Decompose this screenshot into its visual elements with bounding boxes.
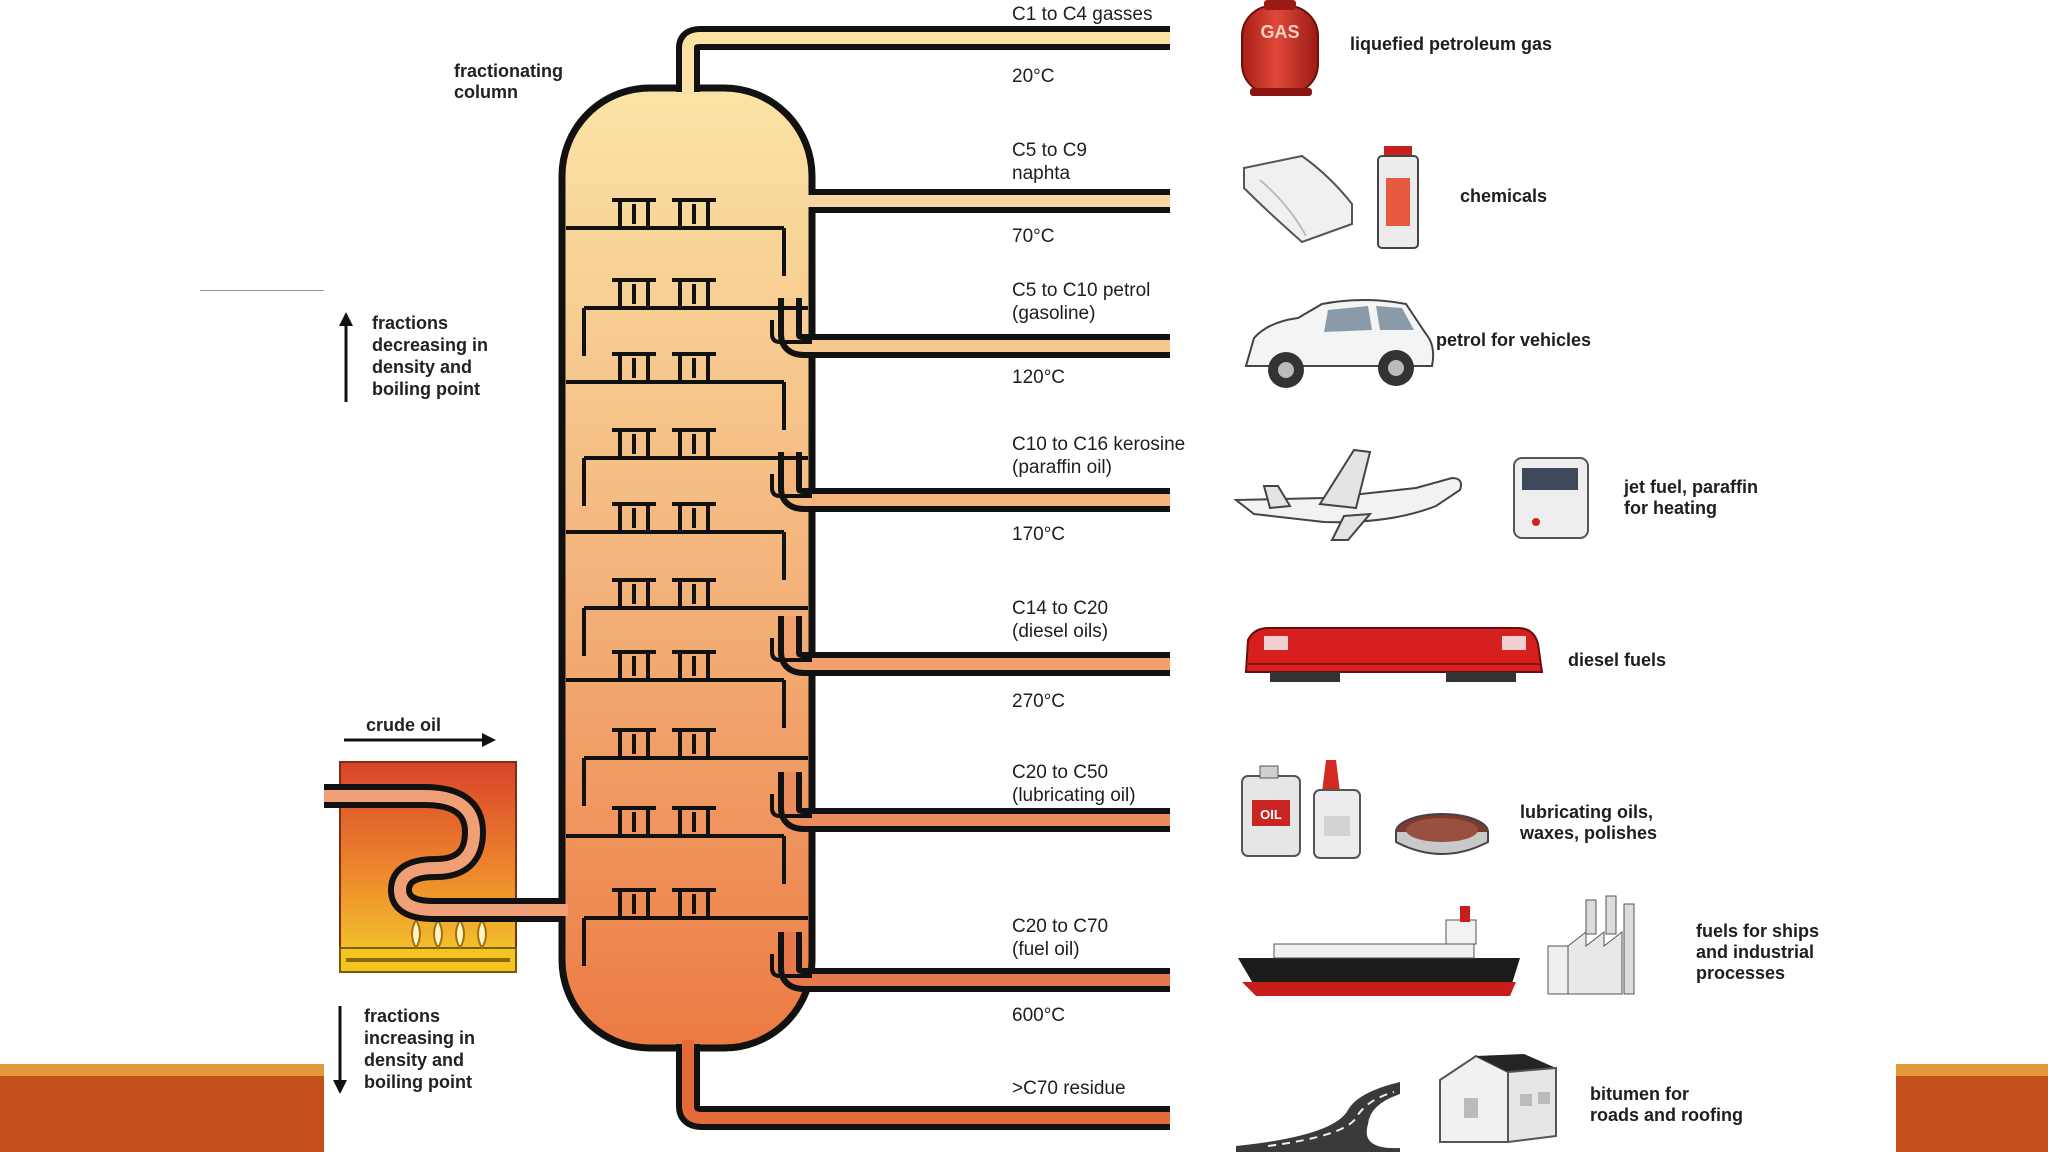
column-tray bbox=[582, 888, 808, 966]
down-arrow-icon bbox=[333, 1006, 347, 1094]
oil-can-label: OIL bbox=[1260, 807, 1282, 822]
use-label-8-line-2: roads and roofing bbox=[1590, 1105, 1743, 1125]
use-label-6-line-1: lubricating oils, bbox=[1520, 802, 1653, 822]
use-label-4-line-1: jet fuel, paraffin bbox=[1623, 477, 1758, 497]
train-icon bbox=[1244, 627, 1544, 682]
up-label-line-2: decreasing in bbox=[372, 335, 488, 355]
temperature-labels: 20°C 70°C 120°C 170°C 270°C 600°C bbox=[1012, 66, 1065, 1026]
column-tray bbox=[582, 578, 808, 656]
up-arrow-icon bbox=[339, 312, 353, 402]
temperature-label-5: 270°C bbox=[1012, 691, 1065, 712]
fraction-label-6-line-2: (lubricating oil) bbox=[1012, 785, 1136, 806]
column-tray bbox=[566, 806, 786, 884]
column-tray bbox=[582, 728, 808, 806]
wax-tin-icon bbox=[1395, 813, 1489, 855]
fraction-label-8-line-1: >C70 residue bbox=[1012, 1078, 1126, 1099]
use-label-7-line-2: and industrial bbox=[1696, 942, 1814, 962]
column-tray bbox=[566, 352, 786, 430]
side-draw-pipe bbox=[770, 452, 1170, 512]
temperature-label-4: 170°C bbox=[1012, 524, 1065, 545]
fraction-label-4-line-2: (paraffin oil) bbox=[1012, 457, 1112, 478]
up-label-line-4: boiling point bbox=[372, 379, 480, 399]
down-label-line-2: increasing in bbox=[364, 1028, 475, 1048]
road-icon bbox=[1236, 1082, 1400, 1152]
column-label-line-1: fractionating bbox=[454, 61, 563, 81]
gas-cylinder-icon: GAS bbox=[1241, 0, 1319, 96]
heater-icon bbox=[1513, 457, 1589, 539]
oil-can-icon: OIL bbox=[1241, 765, 1301, 857]
down-label-line-3: density and bbox=[364, 1050, 464, 1070]
fraction-label-2-line-2: naphta bbox=[1012, 163, 1071, 184]
down-label-line-1: fractions bbox=[364, 1006, 440, 1026]
use-label-6-line-2: waxes, polishes bbox=[1519, 823, 1657, 843]
up-label-line-3: density and bbox=[372, 357, 472, 377]
column-tray bbox=[582, 428, 808, 506]
factory-icon bbox=[1547, 895, 1635, 995]
temperature-label-6: 600°C bbox=[1012, 1005, 1065, 1026]
side-draw-pipe bbox=[770, 298, 1170, 358]
use-label-2-line-1: chemicals bbox=[1460, 186, 1547, 206]
gas-tank-label: GAS bbox=[1260, 22, 1299, 42]
airplane-icon bbox=[1233, 448, 1462, 541]
use-label-8-line-1: bitumen for bbox=[1590, 1084, 1689, 1104]
use-label-5-line-1: diesel fuels bbox=[1568, 650, 1666, 670]
fraction-label-3-line-1: C5 to C10 petrol bbox=[1012, 280, 1150, 301]
temperature-label-3: 120°C bbox=[1012, 367, 1065, 388]
side-draw-pipe bbox=[770, 932, 1170, 992]
right-arrow-icon bbox=[344, 733, 496, 747]
use-label-4-line-2: for heating bbox=[1624, 498, 1717, 518]
fraction-label-1-line-1: C1 to C4 gasses bbox=[1012, 4, 1152, 25]
column-tray bbox=[566, 650, 786, 728]
fraction-label-4-line-1: C10 to C16 kerosine bbox=[1012, 434, 1185, 455]
temperature-label-1: 20°C bbox=[1012, 66, 1054, 87]
column-label-line-2: column bbox=[454, 82, 518, 102]
fractional-distillation-diagram: fractionating column fractions decreasin… bbox=[324, 0, 1896, 1152]
use-labels: liquefied petroleum gas chemicals petrol… bbox=[1350, 34, 1819, 1125]
column-tray bbox=[566, 198, 786, 276]
car-icon bbox=[1244, 299, 1435, 388]
fraction-label-5-line-1: C14 to C20 bbox=[1012, 598, 1108, 619]
column-tray bbox=[566, 502, 786, 580]
side-draw-pipe bbox=[770, 616, 1170, 676]
slide-accent-bar-right bbox=[1896, 1064, 2048, 1152]
polish-bottle-icon bbox=[1313, 760, 1361, 859]
house-icon bbox=[1439, 1054, 1557, 1144]
chemical-bottle-icon bbox=[1377, 146, 1419, 249]
fractionating-column bbox=[558, 84, 816, 1052]
crude-oil-label: crude oil bbox=[366, 715, 441, 735]
column-tray bbox=[582, 278, 808, 356]
up-label-line-1: fractions bbox=[372, 313, 448, 333]
fraction-label-7-line-1: C20 to C70 bbox=[1012, 916, 1108, 937]
ship-icon bbox=[1238, 906, 1520, 996]
use-label-7-line-3: processes bbox=[1696, 963, 1785, 983]
use-label-1-line-1: liquefied petroleum gas bbox=[1350, 34, 1552, 54]
fraction-label-3-line-2: (gasoline) bbox=[1012, 303, 1095, 324]
fraction-label-2-line-1: C5 to C9 bbox=[1012, 140, 1087, 161]
down-label-line-4: boiling point bbox=[364, 1072, 472, 1092]
fraction-label-5-line-2: (diesel oils) bbox=[1012, 621, 1108, 642]
decorative-line bbox=[200, 290, 324, 291]
use-label-3-line-1: petrol for vehicles bbox=[1436, 330, 1591, 350]
side-draw-pipes bbox=[770, 298, 1170, 992]
chemical-sack-icon bbox=[1243, 154, 1353, 244]
fraction-label-7-line-2: (fuel oil) bbox=[1012, 939, 1080, 960]
slide-accent-bar-left bbox=[0, 1064, 324, 1152]
fraction-labels: C1 to C4 gasses C5 to C9 naphta C5 to C1… bbox=[1012, 4, 1185, 1099]
use-label-7-line-1: fuels for ships bbox=[1696, 921, 1819, 941]
pipe-gasses bbox=[676, 26, 1170, 92]
fraction-label-6-line-1: C20 to C50 bbox=[1012, 762, 1108, 783]
furnace bbox=[324, 761, 568, 973]
temperature-label-2: 70°C bbox=[1012, 226, 1054, 247]
side-draw-pipe bbox=[770, 772, 1170, 832]
column-trays bbox=[566, 198, 808, 966]
pipe-residue bbox=[676, 1040, 1170, 1130]
